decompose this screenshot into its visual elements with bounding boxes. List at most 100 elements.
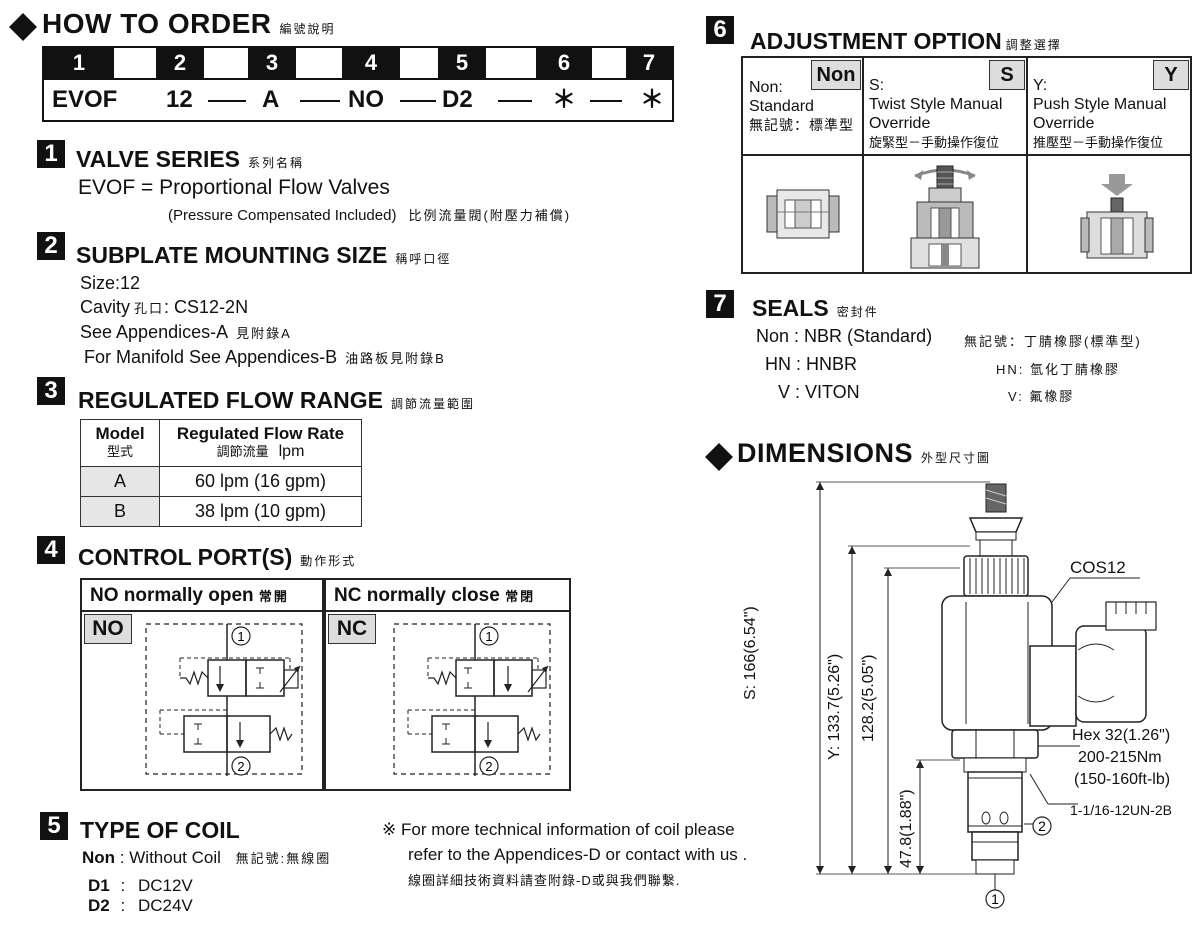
adj-y-cjk: 推壓型－手動操作復位: [1033, 135, 1164, 150]
seal-non: Non : NBR (Standard): [756, 326, 933, 346]
subplate-cavity-cjk: 孔口: [134, 301, 165, 316]
valve-dimension-drawing: 2 1: [816, 481, 1157, 909]
adjustment-title-cjk: 調整選擇: [1005, 38, 1062, 52]
valve-series-line1: EVOF = Proportional Flow Valves: [78, 176, 390, 199]
code-flow-range: A: [262, 86, 280, 113]
how-to-order-section: HOW TO ORDER 編號說明: [8, 6, 688, 126]
order-code-table: 1 2 3 4 5 6 7 EVOF 12 A NO D2 ＊ ＊: [42, 46, 674, 122]
adj-non-cjk: 無記號：標準型: [749, 117, 854, 133]
dim-s-label: S: 166(6.54"): [742, 606, 759, 700]
how-to-order-title-cjk: 編號說明: [279, 22, 336, 36]
no-hydraulic-schematic: 1 2: [145, 623, 303, 776]
diamond-icon: [705, 443, 733, 471]
coil-sep: :: [119, 848, 125, 867]
adj-y-line2: Push Style Manual: [1033, 96, 1167, 113]
subplate-appendix-a-cjk: 見附錄A: [236, 326, 292, 341]
col-flow-rate-cjk: 調節流量: [216, 444, 269, 459]
row-a-model: A: [80, 466, 160, 497]
valve-series-title-cjk: 系列名稱: [248, 156, 305, 170]
seals-title: SEALS: [752, 295, 829, 321]
coil-note-2: refer to the Appendices-D or contact wit…: [408, 845, 748, 864]
section-badge-2: 2: [37, 232, 65, 260]
twist-adjuster-image: [910, 165, 980, 269]
dimensions-title: DIMENSIONS: [737, 438, 914, 468]
seal-hn: HN : HNBR: [765, 354, 858, 374]
coil-code-non: Non: [82, 848, 116, 867]
adj-y-line3: Override: [1033, 115, 1095, 132]
table-row: A 60 lpm (16 gpm): [80, 466, 362, 497]
no-port-2-label: 2: [237, 759, 244, 774]
coil-title: TYPE OF COIL: [80, 817, 240, 843]
section-badge-4: 4: [37, 536, 65, 564]
adj-y-line1: Y:: [1033, 77, 1048, 94]
thread-label: 1-1/16-12UN-2B: [1070, 802, 1172, 818]
code-coil: D2: [442, 86, 473, 113]
seals-title-cjk: 密封件: [836, 305, 879, 319]
coil-note-cjk: 線圈詳細技術資料請查附錄-D或與我們聯繫.: [408, 873, 681, 888]
code-adjustment: ＊: [552, 86, 576, 113]
torque-ftlb-label: (150-160ft-lb): [1074, 771, 1171, 788]
col-flow-rate: Regulated Flow Rate: [176, 424, 345, 443]
valve-series-line2-cjk: 比例流量閥(附壓力補償): [408, 208, 572, 223]
subplate-appendix-b-cjk: 油路板見附錄B: [345, 351, 446, 366]
nc-box: [324, 578, 571, 791]
adj-s-line3: Override: [869, 115, 931, 132]
dim-std-label: 128.2(5.05"): [860, 654, 877, 742]
coil-sep: :: [120, 876, 126, 895]
control-port-title-cjk: 動作形式: [300, 554, 357, 568]
adj-s-line2: Twist Style Manual: [869, 96, 1003, 113]
code-position-1: 1: [44, 48, 114, 78]
adj-non-line2: Standard: [749, 98, 814, 115]
section-badge-5: 5: [40, 812, 68, 840]
adj-s-line1: S:: [869, 77, 885, 94]
flow-range-title-cjk: 調節流量範圍: [390, 397, 475, 411]
code-position-7: 7: [626, 48, 672, 78]
coil-code-d1: D1: [88, 876, 110, 895]
adjustment-table: Non S Y Non: Standard 無記號：標準型 S: Twist S…: [741, 56, 1192, 274]
torque-nm-label: 200-215Nm: [1078, 749, 1162, 766]
adj-s-cjk: 旋緊型－手動操作復位: [869, 135, 1000, 150]
nc-label: NC normally close: [334, 585, 500, 606]
diamond-icon: [9, 13, 37, 41]
section-badge-7: 7: [706, 290, 734, 318]
section-badge-6: 6: [706, 16, 734, 44]
col-model-cjk: 型式: [106, 444, 133, 459]
coil-cjk-non: 無記號:無線圈: [235, 851, 332, 866]
no-box: [80, 578, 324, 791]
how-to-order-title: HOW TO ORDER: [42, 8, 272, 39]
hex-label: Hex 32(1.26"): [1072, 727, 1171, 744]
adj-tag-s: S: [989, 60, 1025, 90]
dim-y-label: Y: 133.7(5.26"): [826, 653, 843, 760]
code-position-4: 4: [342, 48, 400, 78]
no-tag: NO: [84, 614, 132, 644]
subplate-appendix-b: For Manifold See Appendices-B: [84, 347, 338, 367]
nc-port-1-label: 1: [485, 629, 492, 644]
seal-non-cjk: 無記號：丁腈橡膠(標準型): [964, 334, 1142, 349]
subplate-title: SUBPLATE MOUNTING SIZE: [76, 242, 388, 268]
control-port-title: CONTROL PORT(S): [78, 544, 293, 570]
standard-adjuster-image: [766, 189, 840, 239]
dim-port-2-label: 2: [1038, 818, 1046, 834]
dimensions-title-cjk: 外型尺寸圖: [921, 451, 992, 465]
code-position-5: 5: [438, 48, 486, 78]
code-seals: ＊: [640, 86, 664, 113]
code-position-3: 3: [248, 48, 296, 78]
no-label: NO normally open: [90, 585, 254, 606]
coil-model-label: COS12: [1070, 558, 1126, 577]
coil-note-1: For more technical information of coil p…: [400, 820, 735, 839]
code-control-port: NO: [348, 86, 384, 113]
dim-port-1-label: 1: [991, 891, 999, 907]
adj-tag-y: Y: [1153, 60, 1189, 90]
nc-port-2-label: 2: [485, 759, 492, 774]
row-a-rate: 60 lpm (16 gpm): [159, 466, 362, 497]
coil-sep: :: [120, 896, 126, 915]
flow-range-title: REGULATED FLOW RANGE: [78, 387, 383, 413]
coil-desc-non: Without Coil: [129, 848, 221, 867]
coil-desc-d1: DC12V: [137, 876, 193, 895]
push-adjuster-image: [1080, 174, 1154, 259]
section-badge-1: 1: [37, 140, 65, 168]
col-model: Model: [95, 424, 145, 443]
subplate-size: Size:12: [80, 273, 141, 293]
nc-label-cjk: 常閉: [505, 589, 536, 604]
